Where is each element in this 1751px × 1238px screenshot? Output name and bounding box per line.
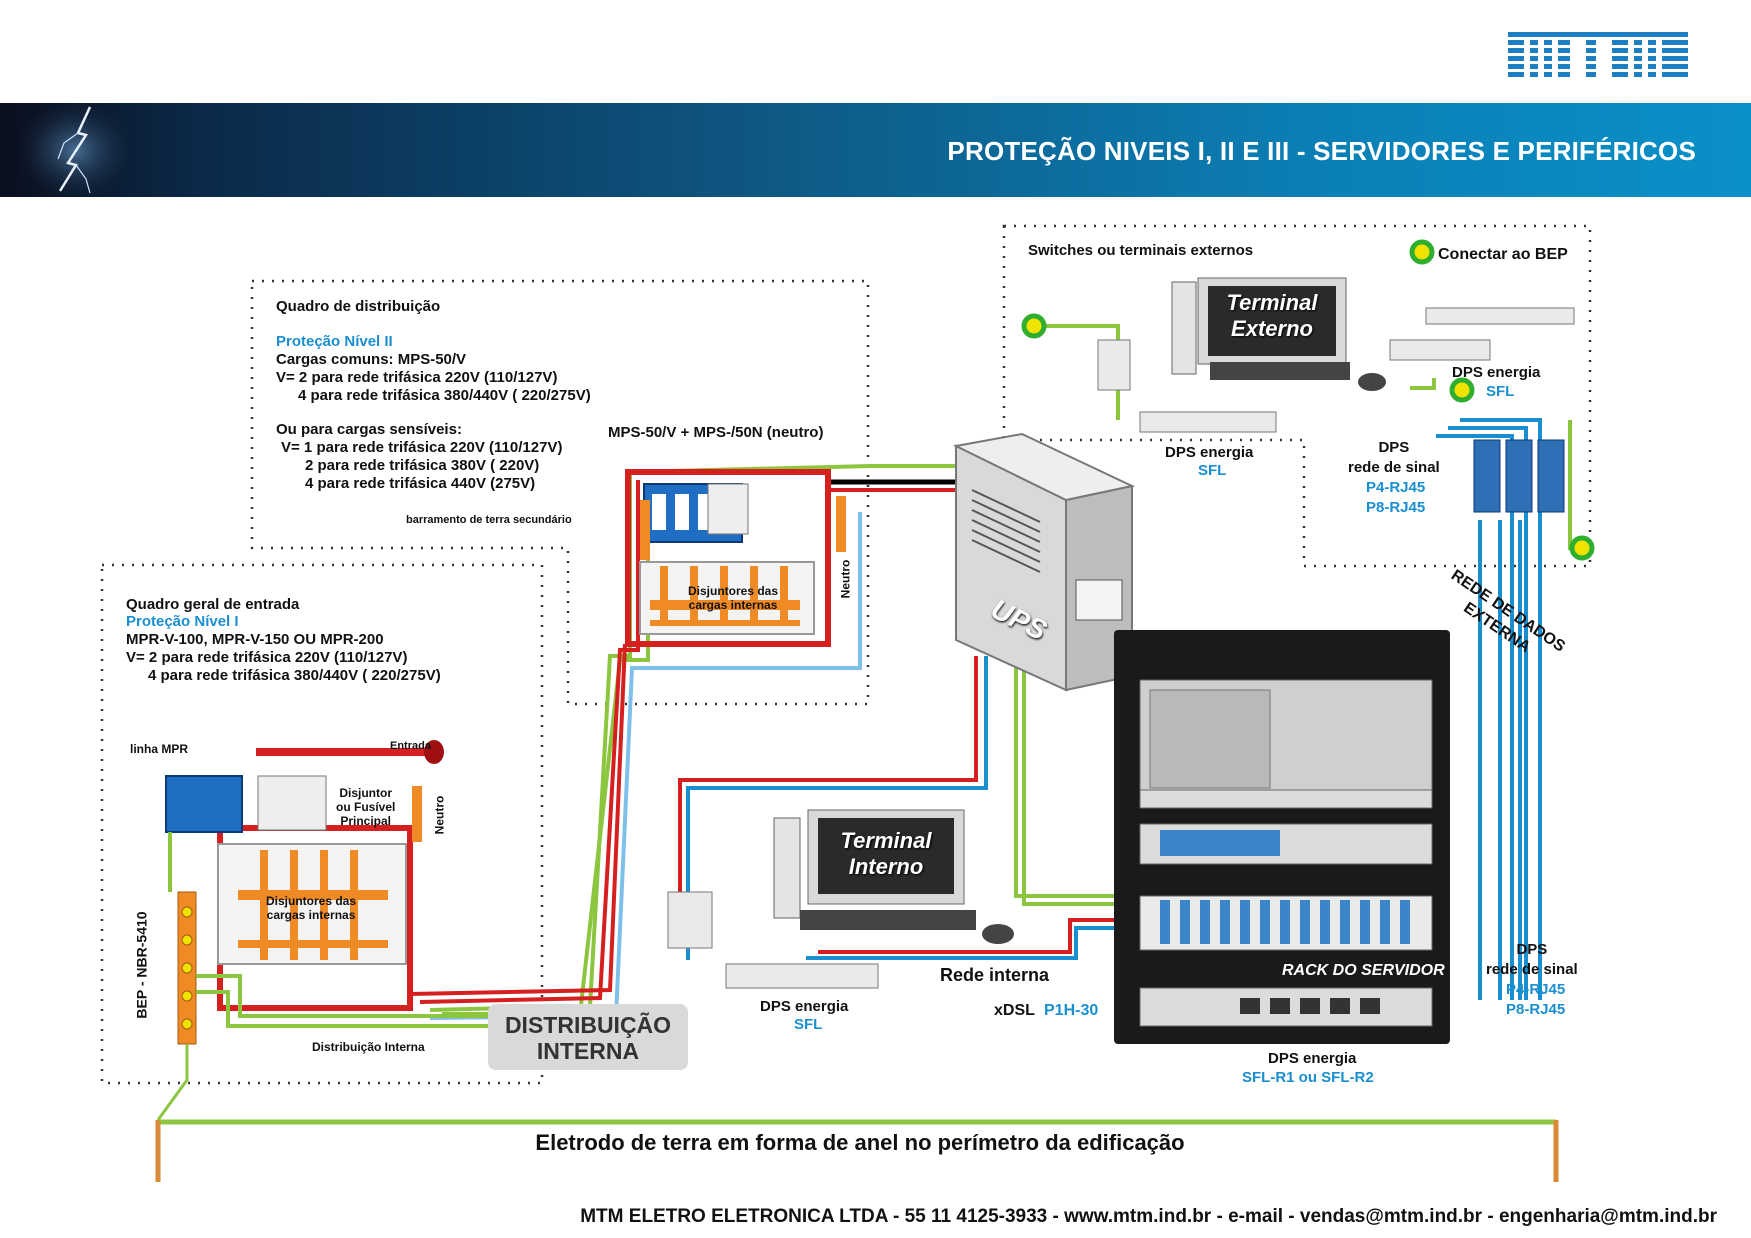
signal-dps-modules [1473, 439, 1565, 513]
rede-interna-label: Rede interna [940, 965, 1050, 985]
dps-signal-rack-models: P4-RJ45 P8-RJ45 [1506, 981, 1566, 1018]
computer-icon [773, 277, 1386, 944]
dist-panel-sensitive2: 2 para rede trifásica 380V ( 220V) [305, 457, 540, 474]
dist-panel-line1: Cargas comuns: MPS-50/V [276, 351, 467, 368]
lightning-icon [20, 103, 130, 197]
dist-panel-sensitive3: 4 para rede trifásica 440V (275V) [305, 475, 536, 492]
ground-electrode-label: Eletrodo de terra em forma de anel no pe… [535, 1130, 1185, 1155]
main-neutral-label: Neutro [432, 795, 447, 835]
main-panel-title: Quadro geral de entrada [126, 596, 300, 613]
dps-signal-rack-label: DPS rede de sinal [1486, 941, 1578, 978]
header-bar [0, 103, 1751, 197]
dist-panel-title: Quadro de distribuição [276, 298, 441, 315]
dps-energy-rack-label: DPS energia [1268, 1050, 1357, 1067]
dps-energy-ext2-model: SFL [1486, 383, 1515, 400]
ground-terminal-icon [1021, 239, 1595, 561]
main-entry-panel [156, 740, 488, 1121]
dist-panel-line2: V= 2 para rede trifásica 220V (110/127V) [276, 369, 558, 386]
dps-energy-ext-model: SFL [1198, 462, 1227, 479]
ground-ring [155, 1119, 1559, 1182]
xdsl-model: P1H-30 [1044, 1002, 1099, 1019]
bep-connect-label: Conectar ao BEP [1438, 246, 1568, 263]
dist-breakers-label: Disjuntores das cargas internas [688, 584, 779, 612]
bep-label: BEP - NBR-5410 [133, 911, 150, 1019]
dps-energy-int-label: DPS energia [760, 998, 849, 1015]
server-rack-icon [1114, 630, 1450, 1044]
dps-energy-ext-label: DPS energia [1165, 444, 1254, 461]
terminal-interno-label: Terminal Interno [840, 828, 932, 879]
dist-panel-sensitive1: V= 1 para rede trifásica 220V (110/127V) [281, 439, 563, 456]
dist-device-label: MPS-50/V + MPS-/50N (neutro) [608, 424, 824, 441]
rack-label: RACK DO SERVIDOR [1282, 962, 1445, 979]
entrada-label: Entrada [390, 740, 431, 752]
power-strip [667, 307, 1575, 989]
ups-icon [952, 432, 1136, 692]
dist-panel-level: Proteção Nível II [276, 333, 393, 350]
dist-panel-sensitive-title: Ou para cargas sensíveis: [276, 421, 462, 438]
dps-energy-ext2-label: DPS energia [1452, 364, 1541, 381]
dist-panel-line3: 4 para rede trifásica 380/440V ( 220/275… [298, 387, 591, 404]
terminal-externo-label: Terminal Externo [1226, 290, 1318, 341]
footer-contact: MTM ELETRO ELETRONICA LTDA - 55 11 4125-… [580, 1206, 1717, 1227]
main-panel-models: MPR-V-100, MPR-V-150 OU MPR-200 [126, 631, 384, 648]
dps-signal-ext-label: DPS rede de sinal [1348, 439, 1440, 476]
distribution-interna-box: DISTRIBUIÇÃO INTERNA [488, 1004, 688, 1070]
dist-neutral-label: Neutro [838, 559, 853, 599]
mpr-line-label: linha MPR [130, 742, 189, 756]
main-panel-line1: V= 2 para rede trifásica 220V (110/127V) [126, 649, 408, 666]
main-panel-level: Proteção Nível I [126, 613, 239, 630]
region-borders [100, 224, 1592, 1085]
main-breaker-label: Disjuntor ou Fusível Principal [336, 786, 396, 828]
dps-signal-ext-models: P4-RJ45 P8-RJ45 [1366, 479, 1426, 516]
externos-title: Switches ou terminais externos [1028, 242, 1254, 259]
main-breakers-label: Disjuntores das cargas internas [266, 894, 357, 922]
dist-interna-label: Distribuição Interna [312, 1040, 425, 1054]
page-title: PROTEÇÃO NIVEIS I, II E III - SERVIDORES… [947, 136, 1696, 166]
mtm-logo [1508, 32, 1688, 78]
main-panel-line2: 4 para rede trifásica 380/440V ( 220/275… [148, 667, 441, 684]
dps-energy-int-model: SFL [794, 1016, 823, 1033]
dps-energy-rack-models: SFL-R1 ou SFL-R2 [1242, 1069, 1374, 1086]
busbar-label: barramento de terra secundário [406, 514, 572, 526]
xdsl-label: xDSL [994, 1002, 1035, 1019]
distribution-panel [625, 469, 846, 647]
